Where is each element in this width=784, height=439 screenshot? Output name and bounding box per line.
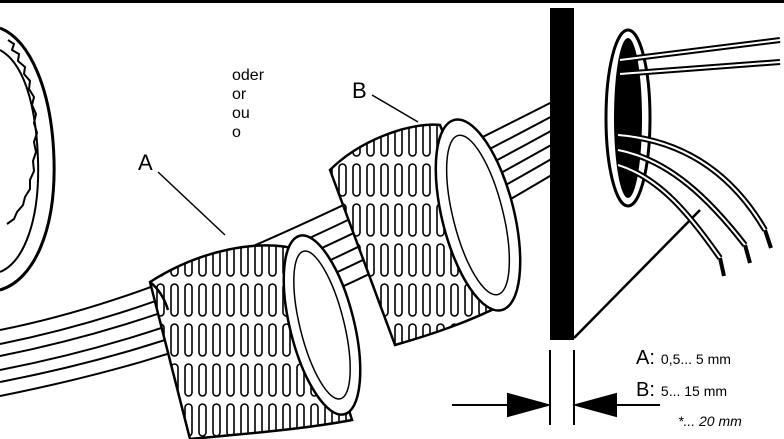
legend-b-key: B:: [636, 379, 655, 401]
alt-word-en: or: [232, 86, 247, 103]
large-washer: [0, 26, 56, 292]
thickness-dimension: [452, 350, 660, 425]
legend-a-key: A:: [636, 347, 655, 369]
alt-word-it: o: [232, 124, 241, 141]
alt-word-fr: ou: [232, 105, 250, 122]
label-b: B: [352, 78, 367, 103]
panel-wall: [550, 8, 574, 340]
leader-a: [157, 171, 226, 236]
alt-word-de: oder: [232, 67, 265, 84]
legend-b-value: 5... 15 mm: [660, 383, 728, 399]
detail-view: [604, 28, 781, 277]
leader-b: [371, 94, 419, 123]
legend-a-value: 0,5... 5 mm: [660, 351, 731, 367]
legend-note: *... 20 mm: [678, 413, 742, 429]
legend-a: A: 0,5... 5 mm: [636, 348, 731, 368]
grommet-b: [328, 118, 522, 347]
grommet-a: [148, 234, 362, 439]
detail-pointer: [573, 209, 701, 339]
legend-b: B: 5... 15 mm: [636, 380, 727, 400]
label-a: A: [138, 150, 153, 175]
